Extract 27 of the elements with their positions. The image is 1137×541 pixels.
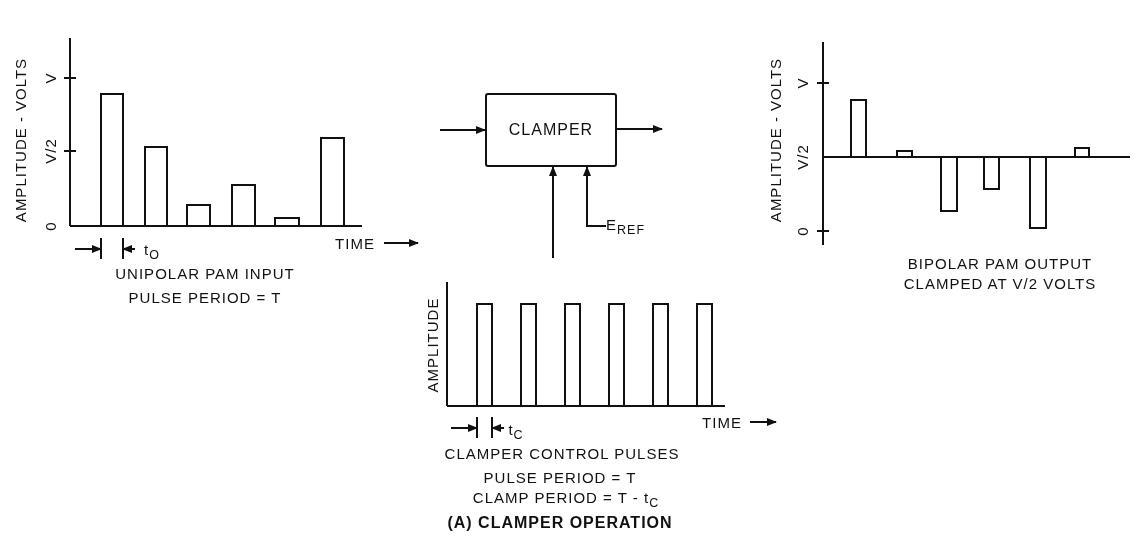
reference-voltage-label: E$_{REF}$ bbox=[606, 212, 666, 240]
chart-caption: PULSE PERIOD = T bbox=[483, 469, 637, 485]
tick-label: V/2 bbox=[794, 144, 810, 170]
tick-label: 0 bbox=[42, 221, 58, 231]
chart-caption: UNIPOLAR PAM INPUT bbox=[115, 265, 295, 281]
chart-caption: PULSE PERIOD = T bbox=[128, 289, 282, 305]
chart-caption: CLAMPER CONTROL PULSES bbox=[444, 445, 680, 461]
signal-arrow bbox=[616, 125, 663, 133]
tick-label: V bbox=[42, 72, 58, 84]
clamper-block: CLAMPER bbox=[485, 93, 617, 167]
signal-arrow bbox=[583, 166, 607, 227]
chart-caption: CLAMP PERIOD = T - t$_{C}$ bbox=[472, 490, 660, 510]
dimension-label: t$_{O}$ bbox=[144, 242, 160, 262]
axis-title: TIME bbox=[335, 235, 375, 251]
chart-caption: BIPOLAR PAM OUTPUT bbox=[907, 255, 1093, 271]
signal-arrow bbox=[549, 166, 557, 259]
axis-title: TIME bbox=[702, 414, 742, 430]
tick-label: V bbox=[794, 77, 810, 89]
axis-title: AMPLITUDE - VOLTS bbox=[767, 57, 783, 223]
dimension-label: t$_{C}$ bbox=[508, 422, 524, 442]
signal-arrow bbox=[440, 126, 486, 134]
axis-title: AMPLITUDE bbox=[424, 297, 440, 393]
figure-caption: (A) CLAMPER OPERATION bbox=[447, 515, 673, 531]
tick-label: 0 bbox=[794, 226, 810, 236]
chart-caption: CLAMPED AT V/2 VOLTS bbox=[903, 275, 1097, 291]
axis-title: AMPLITUDE - VOLTS bbox=[12, 57, 28, 223]
tick-label: V/2 bbox=[42, 138, 58, 164]
